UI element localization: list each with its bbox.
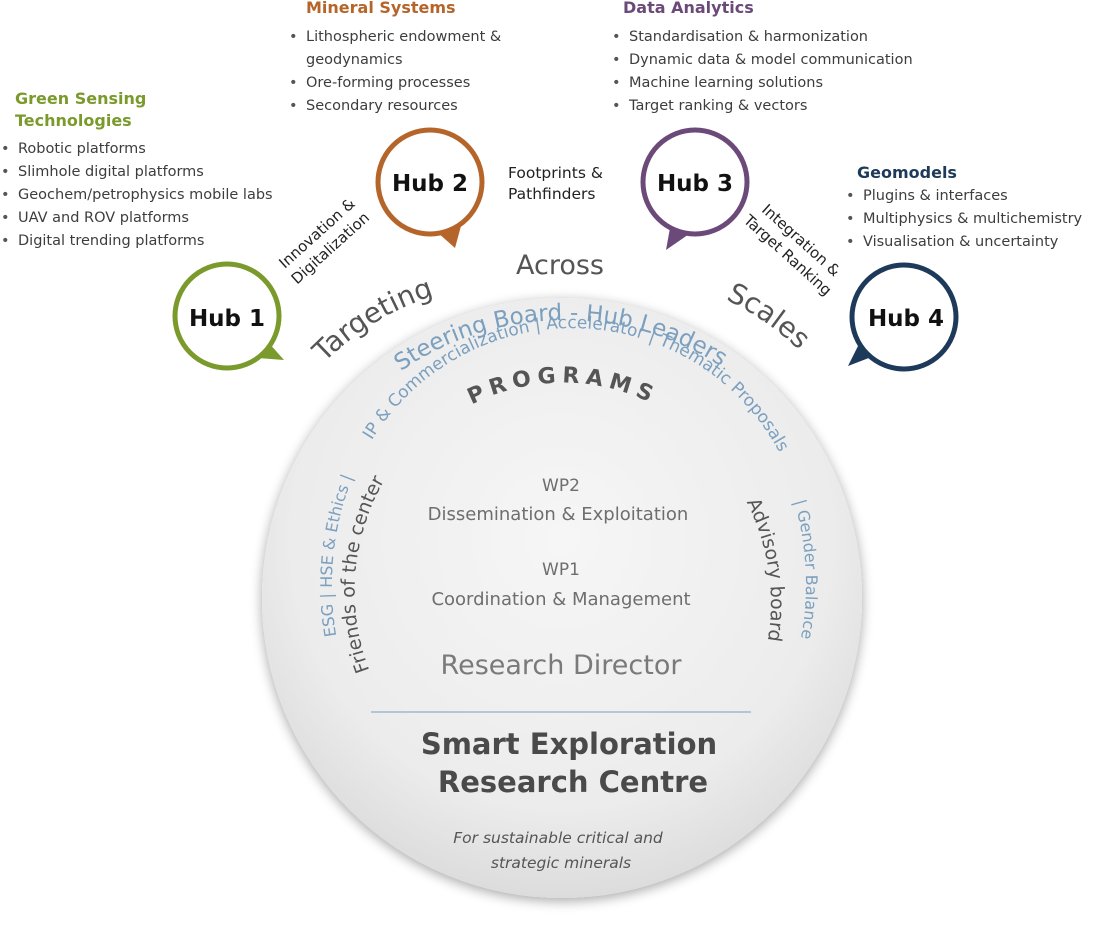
- wp2-code: WP2: [542, 476, 580, 496]
- geomodels-title: Geomodels: [857, 163, 957, 182]
- list-item: Lithospheric endowment &: [286, 26, 501, 49]
- research-director-label: Research Director: [441, 650, 683, 681]
- list-item: Multiphysics & multichemistry: [843, 208, 1082, 231]
- list-item: Ore-forming processes: [286, 72, 501, 95]
- integration-target-ranking-label: Integration & Target Ranking: [739, 200, 844, 299]
- list-item: Digital trending platforms: [0, 230, 273, 253]
- centre-title-line2: Research Centre: [438, 765, 708, 799]
- hub-4-bubble: Hub 4: [848, 262, 959, 372]
- green-sensing-title-line1: Green Sensing: [15, 89, 147, 108]
- centre-title-line1: Smart Exploration: [421, 727, 717, 761]
- wp1-code: WP1: [542, 560, 580, 580]
- svg-text:Pathfinders: Pathfinders: [508, 185, 595, 203]
- list-item: Visualisation & uncertainty: [843, 231, 1082, 254]
- centre-subtitle-line2: strategic minerals: [491, 854, 631, 872]
- green-sensing-title-line2: Technologies: [15, 111, 132, 130]
- list-item: UAV and ROV platforms: [0, 207, 273, 230]
- wp2-name: Dissemination & Exploitation: [428, 504, 689, 525]
- innovation-digitalization-label: Innovation & Digitalization: [275, 194, 373, 288]
- list-item: Standardisation & harmonization: [609, 26, 913, 49]
- list-item: Dynamic data & model communication: [609, 49, 913, 72]
- list-item-continuation: geodynamics: [306, 52, 403, 68]
- hub-1-bubble: Hub 1: [172, 261, 284, 371]
- list-item: Robotic platforms: [0, 138, 273, 161]
- list-item: Slimhole digital platforms: [0, 161, 273, 184]
- geomodels-list: Plugins & interfaces Multiphysics & mult…: [843, 185, 1082, 254]
- mineral-systems-list: Lithospheric endowment & geodynamics Ore…: [286, 26, 501, 118]
- hub-1-label: Hub 1: [189, 306, 265, 332]
- footprints-pathfinders-label: Footprints & Pathfinders: [508, 164, 603, 203]
- svg-text:Footprints &: Footprints &: [508, 164, 603, 182]
- data-analytics-list: Standardisation & harmonization Dynamic …: [609, 26, 913, 118]
- green-sensing-title: Green Sensing Technologies: [15, 88, 146, 132]
- motto-scales: Scales: [722, 276, 817, 355]
- green-sensing-list: Robotic platforms Slimhole digital platf…: [0, 138, 273, 253]
- wp1-name: Coordination & Management: [431, 589, 690, 610]
- list-item: Plugins & interfaces: [843, 185, 1082, 208]
- motto-across: Across: [516, 250, 604, 281]
- hub-3-bubble: Hub 3: [640, 127, 750, 250]
- data-analytics-title: Data Analytics: [623, 0, 754, 17]
- list-item: Machine learning solutions: [609, 72, 913, 95]
- list-item: Target ranking & vectors: [609, 95, 913, 118]
- mineral-systems-title: Mineral Systems: [306, 0, 456, 17]
- centre-subtitle-line1: For sustainable critical and: [453, 829, 663, 847]
- hub-4-label: Hub 4: [868, 306, 944, 332]
- hub-3-label: Hub 3: [657, 171, 733, 197]
- hub-2-label: Hub 2: [392, 171, 468, 197]
- list-item: Geochem/petrophysics mobile labs: [0, 184, 273, 207]
- list-item: Secondary resources: [286, 95, 501, 118]
- centre-disc: [262, 298, 862, 898]
- hub-2-bubble: Hub 2: [375, 127, 485, 248]
